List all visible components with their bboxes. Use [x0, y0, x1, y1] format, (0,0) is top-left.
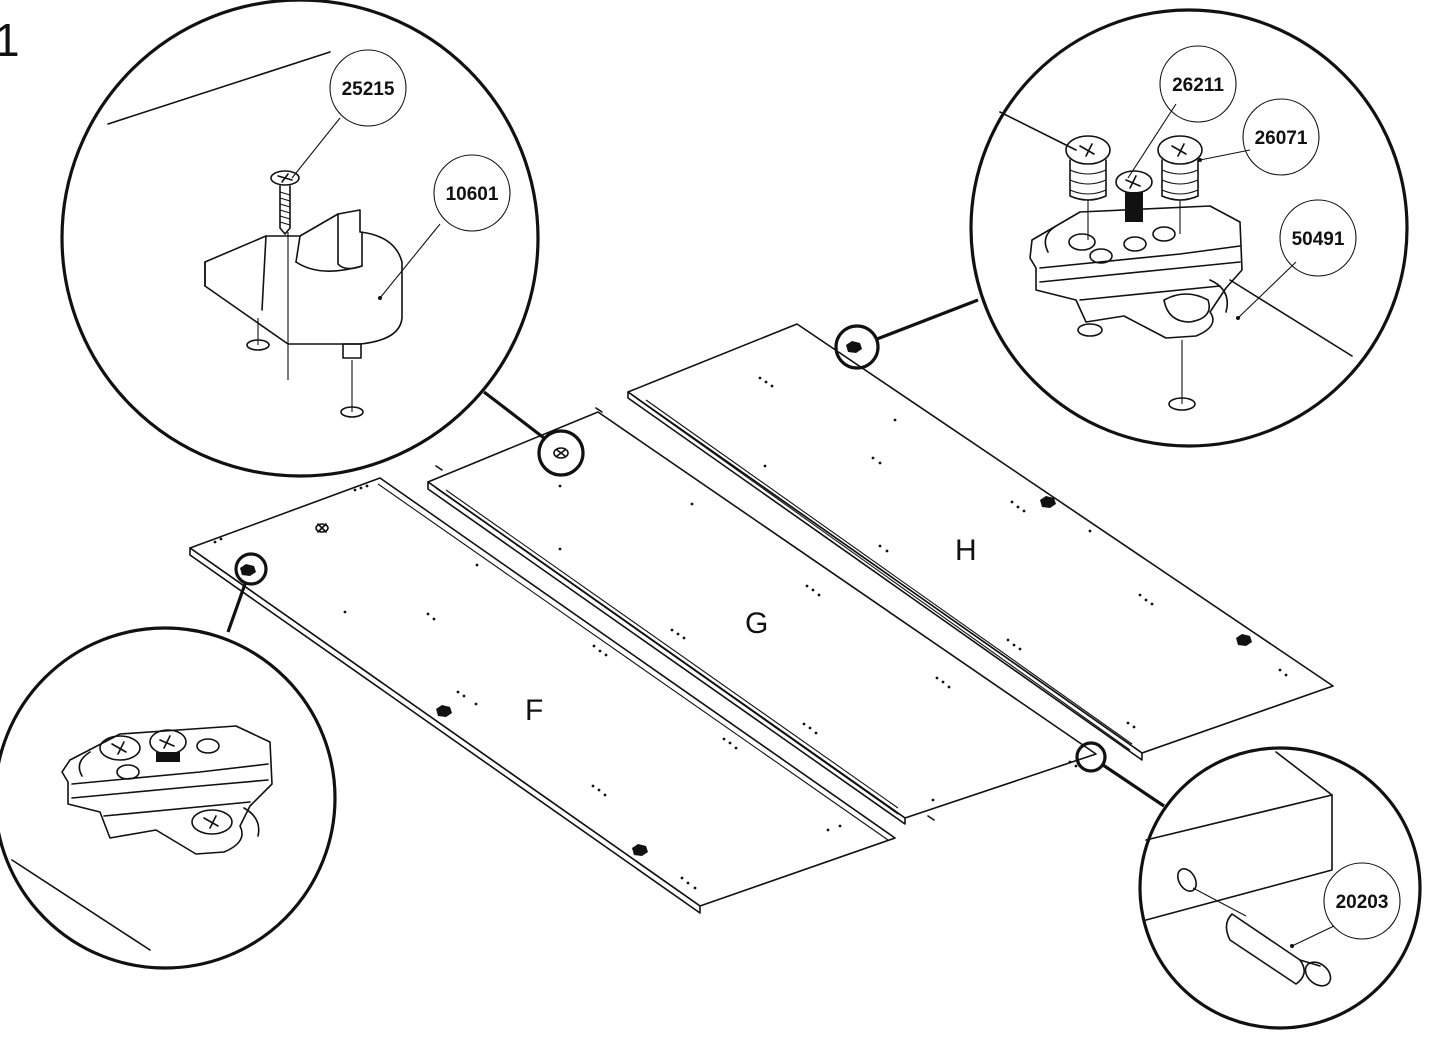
part-10601-label: 10601 [446, 184, 499, 205]
part-20203-label: 20203 [1336, 892, 1389, 913]
detail-marker-bottom-left [234, 552, 268, 586]
part-26071-label: 26071 [1255, 128, 1308, 149]
callout-top-right: 26211 26071 50491 [969, 8, 1409, 448]
panel-f-label: F [525, 694, 543, 727]
panel-g-label: G [745, 607, 768, 640]
detail-marker-top-right [834, 324, 880, 370]
part-25215-label: 25215 [342, 79, 395, 100]
step-number: 1 [0, 14, 20, 66]
detail-marker-top-left [537, 429, 585, 477]
detail-marker-bottom-right [1075, 741, 1107, 773]
panel-h-label: H [955, 534, 977, 567]
part-50491-label: 50491 [1292, 229, 1345, 250]
part-26211-label: 26211 [1172, 75, 1224, 96]
panel-f: F [189, 477, 896, 914]
callout-bottom-left [0, 626, 337, 970]
callout-top-left: 25215 10601 [60, 0, 540, 478]
panel-h: H [627, 323, 1334, 761]
callout-bottom-right: 20203 [1138, 746, 1422, 1030]
